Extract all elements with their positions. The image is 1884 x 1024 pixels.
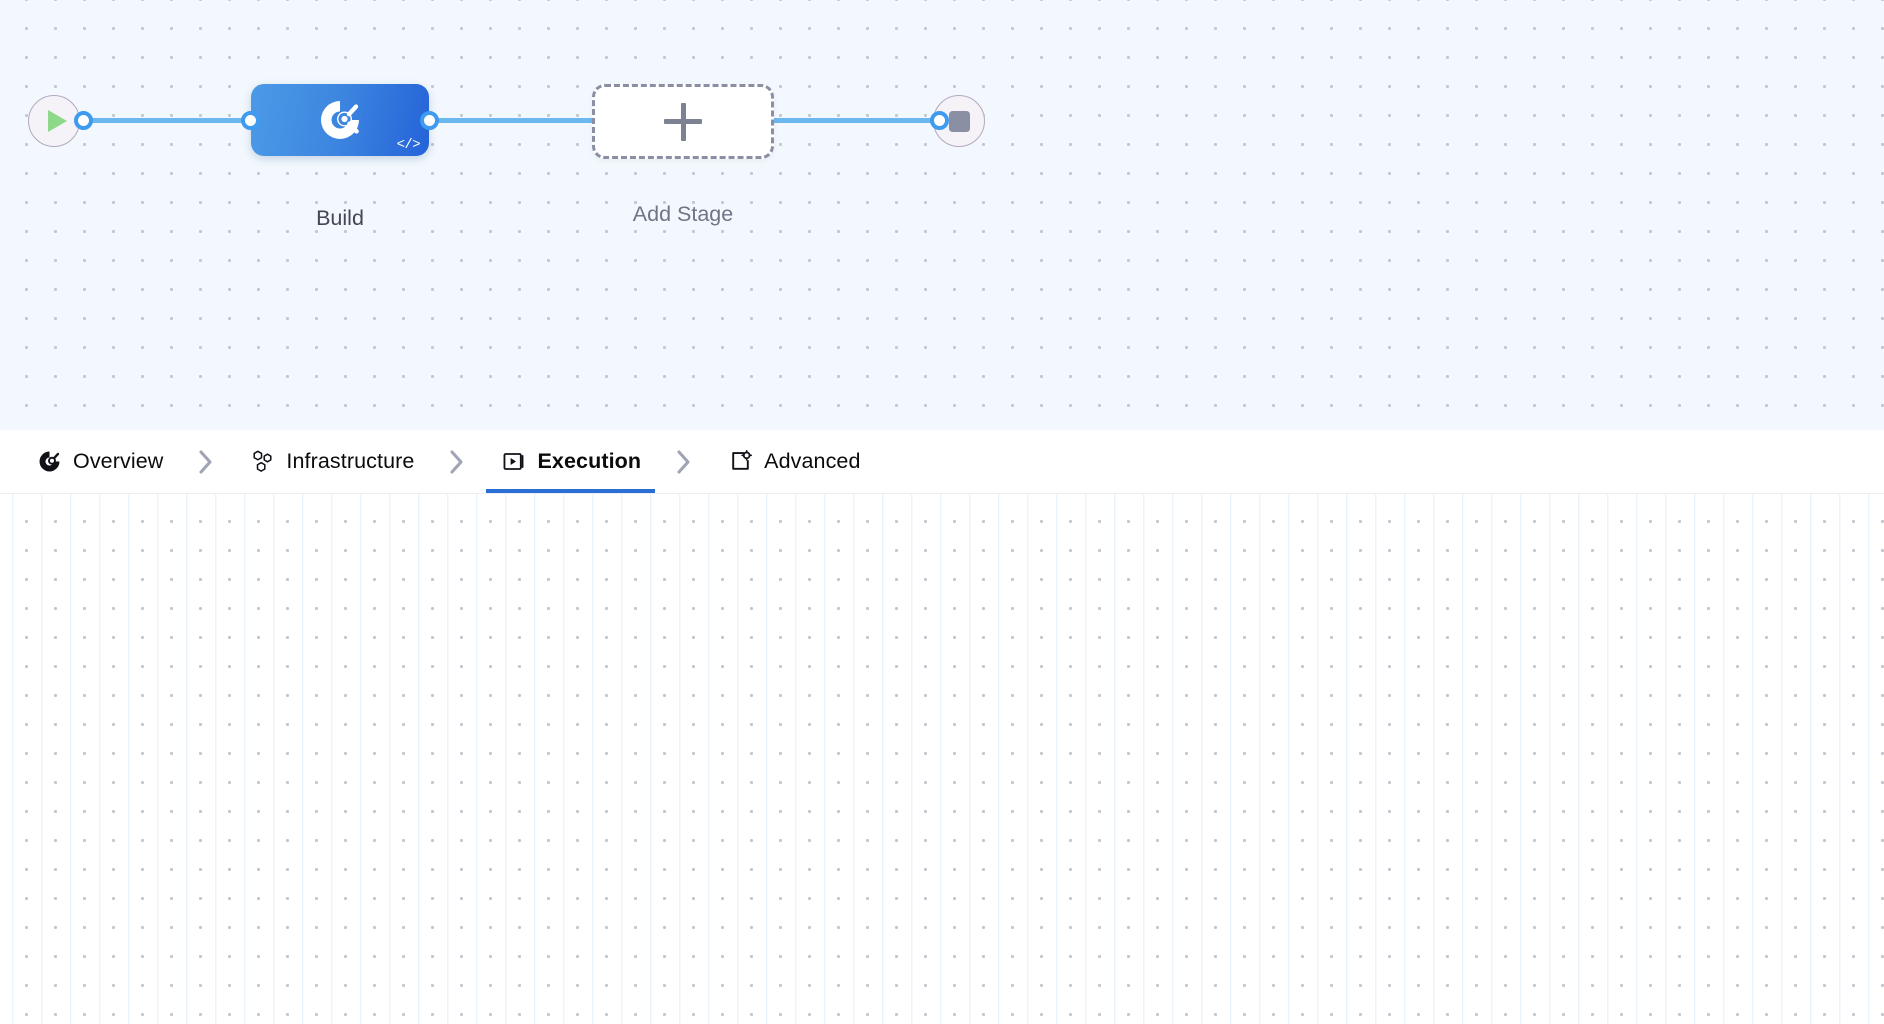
tab-advanced[interactable]: Advanced bbox=[713, 430, 874, 493]
pipeline-start-node[interactable] bbox=[28, 95, 80, 147]
stage-node-build[interactable]: </> bbox=[251, 84, 429, 156]
yaml-code-badge: </> bbox=[396, 137, 421, 153]
hexagons-icon bbox=[249, 449, 275, 475]
chevron-right-icon bbox=[655, 430, 713, 493]
tab-infrastructure[interactable]: Infrastructure bbox=[235, 430, 428, 493]
port-end-in[interactable] bbox=[930, 111, 949, 130]
stage-label-build: Build bbox=[316, 206, 364, 230]
chevron-right-icon bbox=[177, 430, 235, 493]
add-stage-label: Add Stage bbox=[632, 202, 734, 226]
tab-execution[interactable]: Execution bbox=[486, 430, 655, 493]
port-build-out[interactable] bbox=[420, 111, 439, 130]
tab-overview[interactable]: Overview bbox=[22, 430, 177, 493]
tab-label-execution: Execution bbox=[537, 449, 642, 473]
play-icon bbox=[47, 110, 67, 132]
stage-config-tabs: Overview Infrastructure bbox=[0, 430, 1884, 493]
add-stage-node[interactable] bbox=[592, 84, 774, 159]
port-start-out[interactable] bbox=[74, 111, 93, 130]
square-gear-icon bbox=[727, 449, 753, 475]
edge-start-to-build bbox=[84, 118, 252, 123]
harness-ci-icon bbox=[321, 101, 359, 139]
play-in-square-icon bbox=[500, 449, 526, 475]
tab-label-advanced: Advanced bbox=[764, 449, 861, 473]
stage-graph-canvas[interactable]: </> Build Add Stage bbox=[0, 0, 1884, 430]
harness-pie-icon bbox=[36, 449, 62, 475]
plus-icon bbox=[664, 102, 702, 141]
tab-label-overview: Overview bbox=[73, 449, 164, 473]
chevron-right-icon bbox=[428, 430, 486, 493]
execution-graph-canvas[interactable]: </> Background </> Run bbox=[0, 493, 1884, 1024]
stop-icon bbox=[948, 110, 970, 132]
port-build-in[interactable] bbox=[241, 111, 260, 130]
edge-build-to-addstage bbox=[430, 118, 602, 123]
edge-addstage-to-end bbox=[768, 118, 948, 123]
tab-label-infrastructure: Infrastructure bbox=[286, 449, 415, 473]
